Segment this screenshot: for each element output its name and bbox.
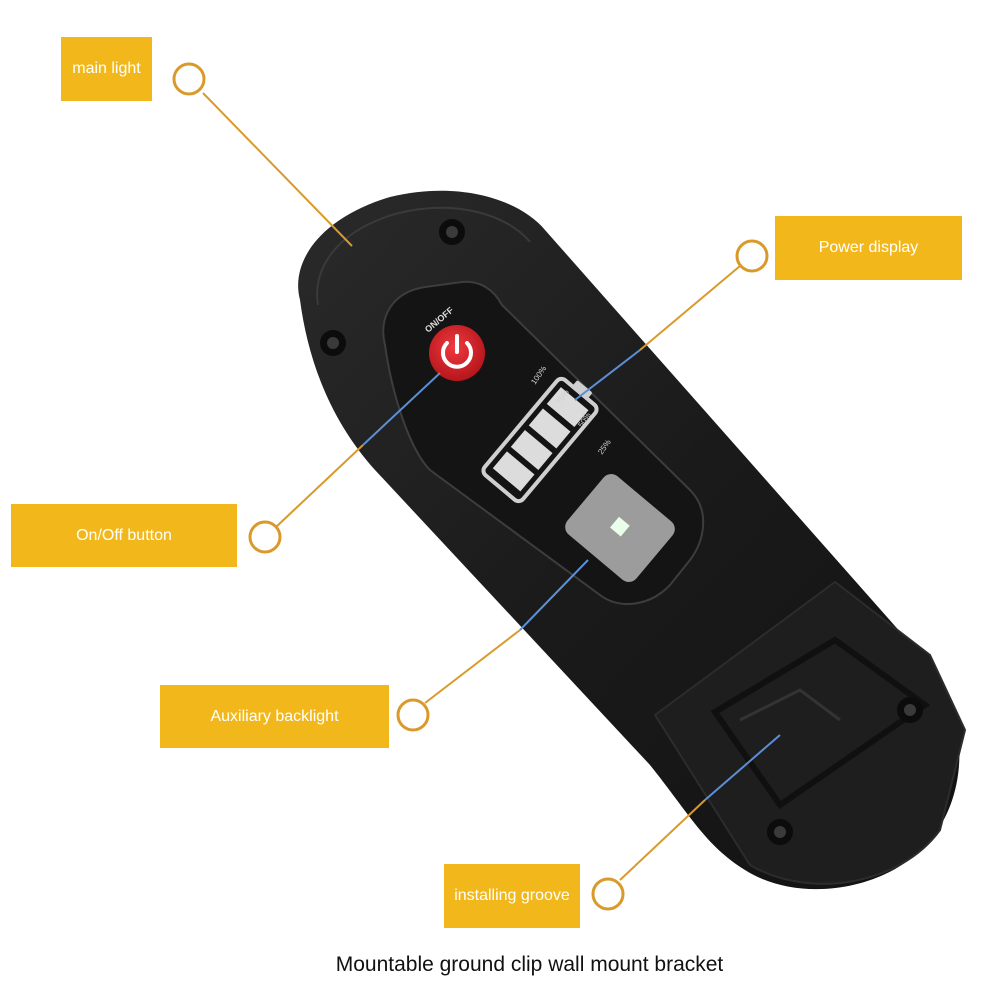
leader-aux-backlight (396, 559, 589, 732)
label-power-display: Power display (775, 216, 962, 280)
power-button[interactable] (429, 325, 485, 381)
label-main-light: main light (61, 37, 152, 101)
auxiliary-backlight (565, 474, 675, 582)
power-icon (441, 341, 473, 369)
leader-installing-groove (591, 734, 781, 911)
leader-on-off (248, 372, 441, 554)
leader-power-display (574, 239, 769, 401)
screw-left (320, 330, 346, 356)
screw-bracket-bottom (767, 819, 793, 845)
caption-text: Mountable ground clip wall mount bracket (335, 953, 724, 976)
screw-top-right (439, 219, 465, 245)
screw-bracket-right (897, 697, 923, 723)
battery-bar-75 (528, 408, 571, 449)
label-on-off-button: On/Off button (11, 504, 237, 567)
mount-bracket (653, 580, 967, 885)
battery-bar-100 (546, 387, 589, 428)
battery-bar-25 (492, 451, 535, 492)
battery-indicator (481, 376, 599, 504)
leader-main-light (172, 62, 353, 247)
battery-bar-50 (510, 429, 553, 470)
label-auxiliary-backlight: Auxiliary backlight (160, 685, 389, 748)
label-installing-groove: installing groove (444, 864, 580, 928)
caption: Mountable ground clip wall mount bracket (0, 953, 1001, 977)
